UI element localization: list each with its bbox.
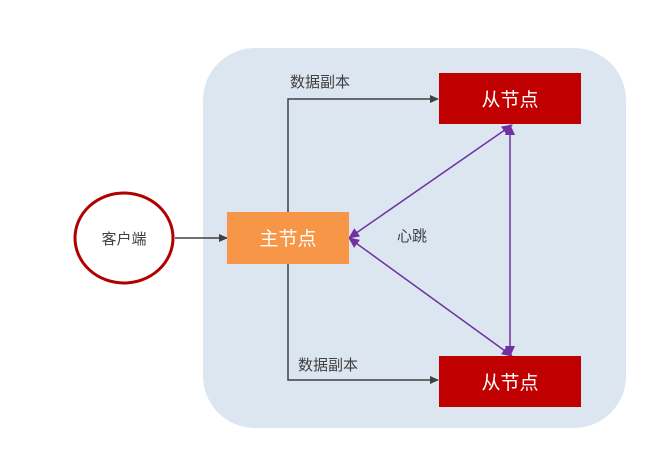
master-node: 主节点	[227, 212, 349, 264]
replica-top-connector	[287, 95, 439, 212]
master-label: 主节点	[259, 228, 316, 250]
replica-top-label: 数据副本	[290, 73, 350, 91]
slave-node-bottom: 从节点	[439, 356, 581, 407]
slave-bottom-label: 从节点	[481, 372, 538, 394]
replica-bottom-connector	[287, 264, 439, 384]
client-label: 客户端	[101, 230, 146, 248]
client-node: 客户端	[73, 191, 175, 285]
heartbeat-label: 心跳	[397, 227, 427, 245]
slave-node-top: 从节点	[439, 73, 581, 124]
slave-top-label: 从节点	[481, 89, 538, 111]
heartbeat-master-slave-bottom	[348, 237, 513, 357]
heartbeat-master-slave-top	[348, 124, 513, 239]
replica-bottom-label: 数据副本	[298, 356, 358, 374]
